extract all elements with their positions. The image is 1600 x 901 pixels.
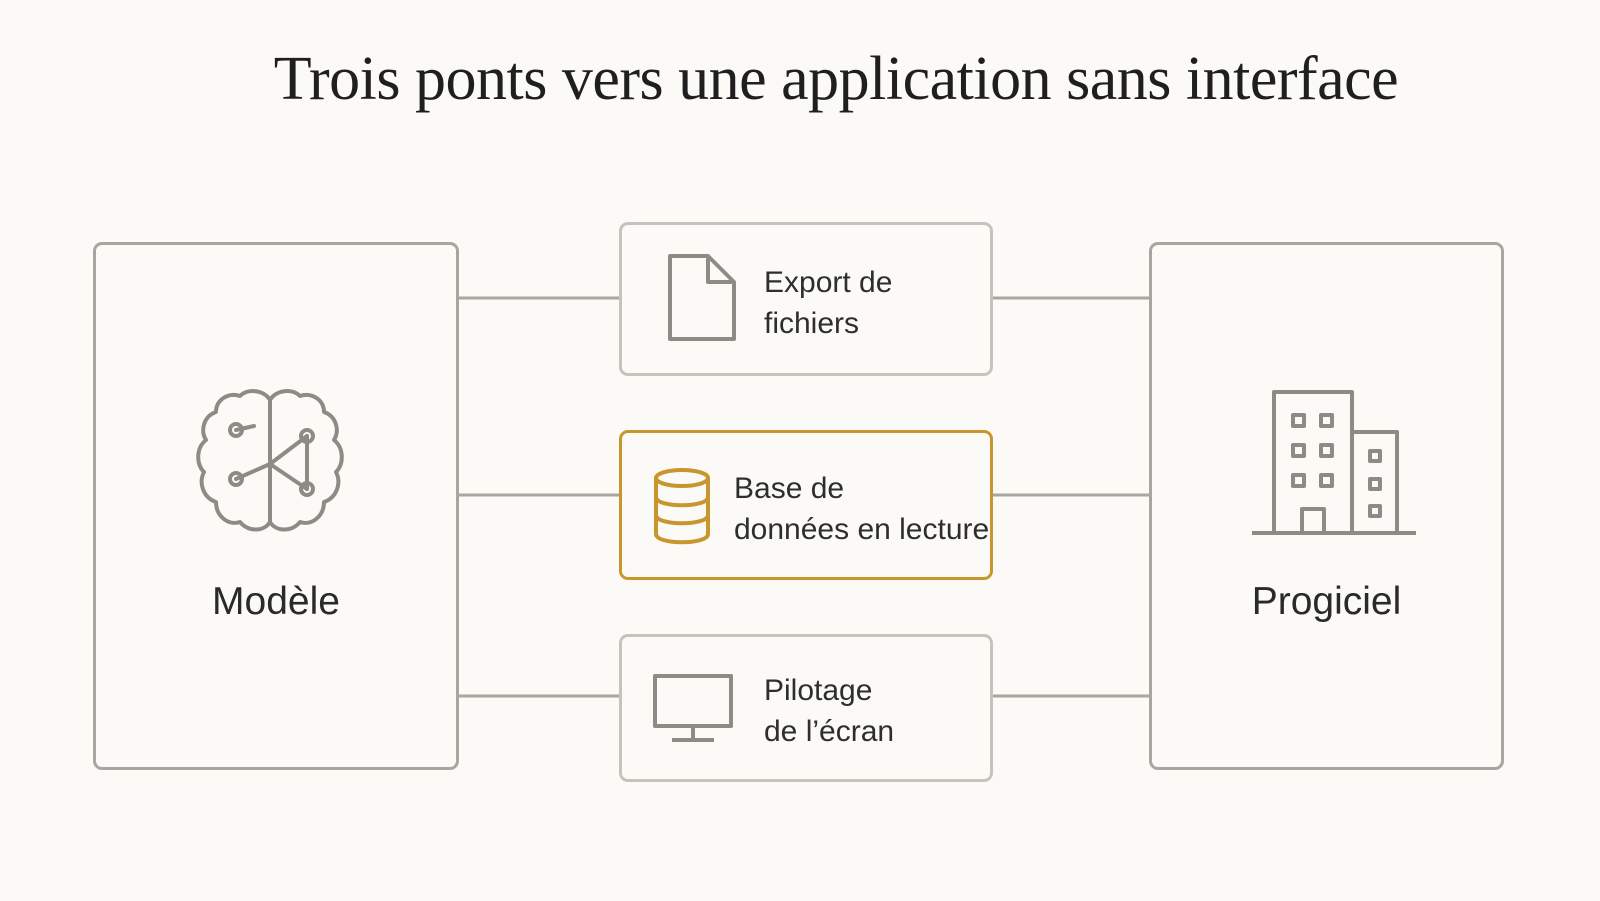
file-icon	[668, 254, 736, 341]
database-icon	[654, 468, 710, 545]
model-panel: Modèle	[93, 242, 459, 770]
bridge-file-export-line2: fichiers	[764, 307, 860, 340]
bridge-read-database: Base de données en lecture	[619, 430, 993, 580]
monitor-icon	[653, 674, 733, 742]
software-label: Progiciel	[1251, 580, 1402, 623]
bridge-file-export: Export de fichiers	[619, 222, 993, 376]
software-panel: Progiciel	[1149, 242, 1504, 770]
bridge-file-export-line1: Export de	[764, 266, 893, 299]
bridge-read-database-line1: Base de	[734, 472, 845, 505]
model-label: Modèle	[212, 580, 340, 623]
bridge-screen-control-line1: Pilotage	[764, 674, 873, 707]
bridge-read-database-label: Base de données en lecture	[734, 468, 989, 550]
bridge-read-database-line2: données en lecture	[734, 513, 990, 546]
page-title: Trois ponts vers une application sans in…	[273, 45, 1399, 113]
bridge-file-export-label: Export de fichiers	[764, 262, 892, 344]
office-building-icon	[1252, 390, 1416, 535]
bridge-screen-control: Pilotage de l’écran	[619, 634, 993, 782]
bridge-screen-control-line2: de l’écran	[764, 715, 895, 748]
brain-network-icon	[196, 389, 344, 532]
bridge-screen-control-label: Pilotage de l’écran	[764, 670, 894, 752]
